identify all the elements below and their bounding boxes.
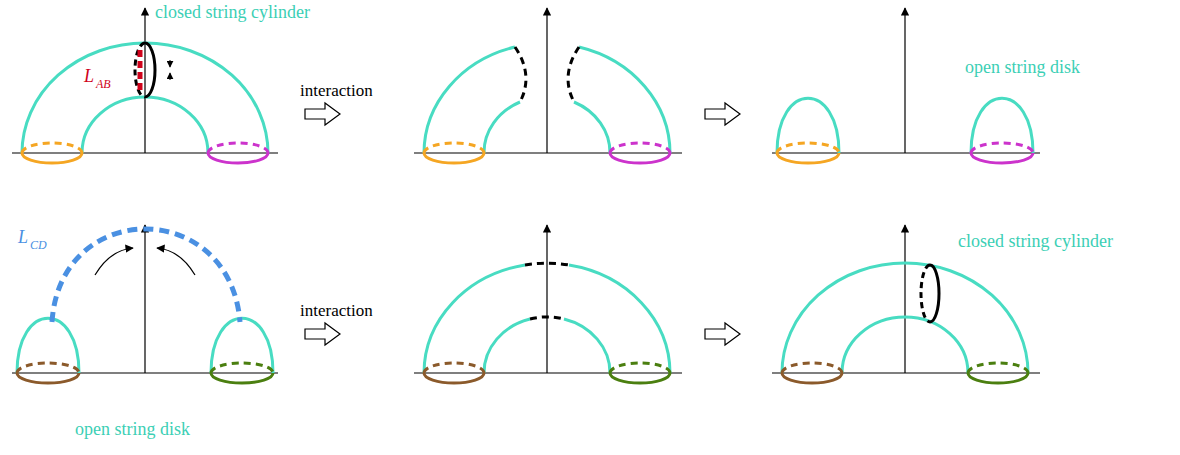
length-symbol: L xyxy=(84,67,94,87)
caption-label: open string disk xyxy=(75,420,190,440)
caption-label: closed string cylinder xyxy=(958,232,1113,252)
caption-label: open string disk xyxy=(965,58,1080,78)
step-label: interaction xyxy=(300,302,373,321)
length-subscript: CD xyxy=(30,239,47,252)
length-subscript: AB xyxy=(96,78,111,91)
caption-label: closed string cylinder xyxy=(155,3,310,23)
length-symbol: L xyxy=(18,228,28,248)
step-label: interaction xyxy=(300,82,373,101)
